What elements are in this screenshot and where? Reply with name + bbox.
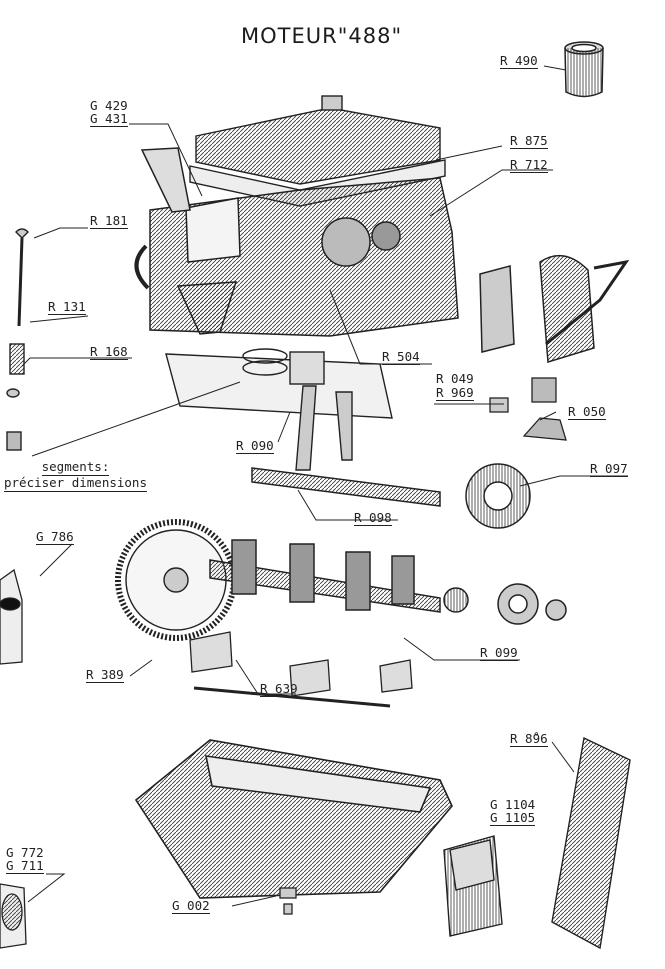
main-bearings xyxy=(189,631,413,708)
label-r050: R 050 xyxy=(568,404,606,420)
crankshaft xyxy=(209,539,567,625)
label-r712: R 712 xyxy=(510,157,548,173)
note-line-1: segments: xyxy=(41,459,110,476)
label-r504: R 504 xyxy=(382,349,420,365)
camshaft xyxy=(251,463,531,529)
label-r049: R 049 xyxy=(436,371,474,386)
label-g429: G 429 xyxy=(90,98,128,113)
page-title: MOTEUR"488" xyxy=(241,24,403,48)
label-g1104: G 1104 xyxy=(490,797,536,812)
label-g711: G 711 xyxy=(6,858,44,874)
label-r896: R 8̊96 xyxy=(510,731,548,747)
label-r131: R 131 xyxy=(48,299,86,315)
label-r097: R 097 xyxy=(590,461,628,477)
cylinder-head xyxy=(189,95,446,207)
label-r969: R 969 xyxy=(436,385,474,401)
flywheel xyxy=(115,519,237,641)
label-g1105: G 1105 xyxy=(490,810,536,826)
engine-mounts xyxy=(489,377,567,441)
label-r098: R 098 xyxy=(354,510,392,526)
label-r875: R 875 xyxy=(510,133,548,149)
cylinder-liner xyxy=(564,41,604,98)
oil-pan xyxy=(134,739,453,899)
leader-lines xyxy=(21,65,628,907)
label-r639: R 639 xyxy=(260,681,298,697)
label-r099: R 099 xyxy=(480,645,518,661)
label-r090: R 090 xyxy=(236,438,274,454)
note-line-2: préciser dimensions xyxy=(4,475,147,492)
timing-cover xyxy=(479,254,630,363)
piston-rings-note: segments: préciser dimensions xyxy=(4,460,147,492)
label-g786: G 786 xyxy=(36,529,74,545)
label-g431: G 431 xyxy=(90,111,128,127)
drain-plug xyxy=(279,887,297,915)
label-r168: R 168 xyxy=(90,344,128,360)
label-r181: R 181 xyxy=(90,213,128,229)
piston-conrod-assembly xyxy=(165,348,393,471)
fuel-filter-partial xyxy=(0,883,27,949)
oil-pan-gasket xyxy=(551,736,631,950)
label-r490: R 490 xyxy=(500,53,538,69)
oil-filter-partial xyxy=(0,568,23,665)
engine-block xyxy=(134,147,459,337)
gasket-set-box xyxy=(443,835,503,937)
label-g772: G 772 xyxy=(6,845,44,860)
label-r389: R 389 xyxy=(86,667,124,683)
valve-assembly xyxy=(6,228,29,451)
label-g002: G 002 xyxy=(172,898,210,914)
